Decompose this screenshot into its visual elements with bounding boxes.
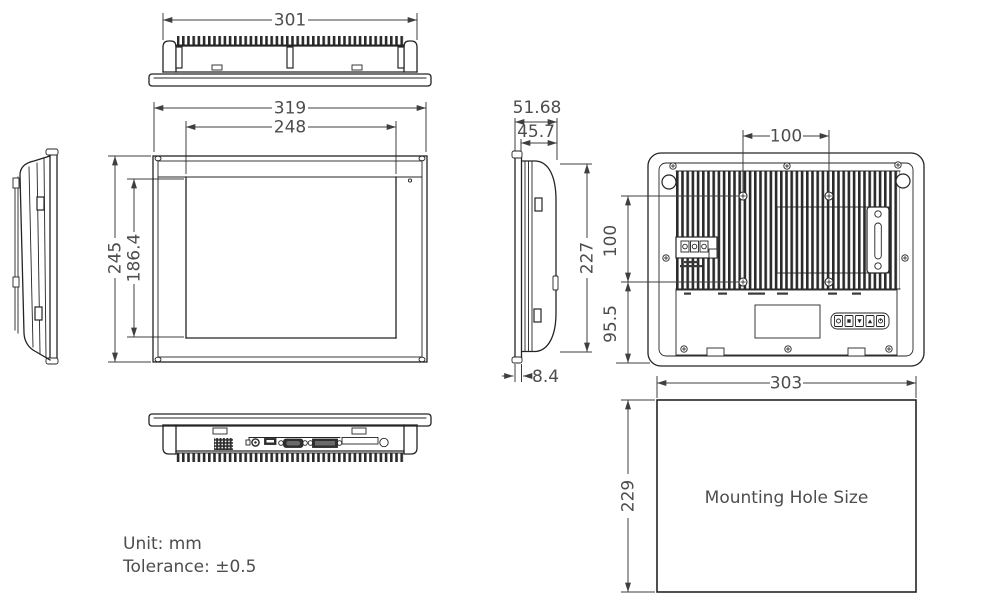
mount-clip [36, 196, 45, 211]
dim-side-bezel-label: 8.4 [532, 367, 559, 387]
dim-side-body-depth-label: 45.7 [517, 122, 555, 142]
access-plate [866, 206, 890, 274]
power-terminal-block [675, 236, 718, 268]
dim-vesa-height: 100 [601, 195, 739, 283]
rear-io-panel [675, 289, 898, 357]
dim-front-screen-width-label: 248 [274, 118, 306, 138]
osd-buttons [830, 312, 890, 330]
dim-front-outer-width: 319 [153, 99, 427, 152]
bottom-view [148, 413, 432, 462]
mount-clip [286, 46, 294, 69]
heatsink-fins-top [177, 36, 404, 45]
dim-mounting-width-label: 303 [770, 374, 802, 394]
corner-screw [154, 356, 162, 363]
heatsink-fins-bottom [176, 453, 404, 462]
screen-area [185, 176, 397, 339]
vesa-hole-bottom-left [738, 277, 748, 287]
dim-front-outer-height-label: 245 [106, 242, 126, 274]
unit-note: Unit: mm [123, 534, 202, 554]
vesa-hole-top-left [738, 191, 748, 201]
dim-front-outer-width-label: 319 [274, 99, 306, 119]
mounting-hole-diagram: 303 229 Mounting Hole Size [619, 374, 917, 593]
top-right-cap [403, 40, 418, 73]
vesa-hole-bottom-right [824, 277, 834, 287]
mount-clip [351, 427, 367, 435]
dim-side-total-depth-label: 51.68 [513, 98, 562, 118]
side-view: 51.68 45.7 227 8.4 [502, 98, 598, 387]
corner-hole [895, 173, 911, 189]
mount-clip [175, 46, 183, 69]
side-body-outline [521, 160, 557, 353]
dim-front-screen-height-label: 186.4 [125, 234, 145, 283]
case-screw [885, 345, 893, 353]
io-cutout [341, 437, 379, 445]
dim-top-width-label: 301 [274, 11, 306, 31]
case-screw [662, 254, 670, 262]
case-screw [669, 162, 677, 170]
rear-clip [552, 275, 559, 291]
mount-clip [534, 197, 543, 212]
heatsink-fins-rear [676, 171, 900, 289]
mount-clip [533, 308, 542, 323]
speaker-grille [214, 438, 233, 450]
audio-jack [251, 438, 260, 447]
vesa-hole-top-right [824, 191, 834, 201]
label-area [754, 304, 821, 339]
dim-bottom-offset: 95.5 [601, 281, 650, 364]
led-indicator [407, 178, 413, 183]
dim-vesa-width-label: 100 [770, 127, 802, 147]
dvi-port [307, 438, 343, 448]
dim-vesa-height-label: 100 [601, 225, 621, 257]
mounting-hole-label: Mounting Hole Size [705, 488, 869, 508]
front-bezel-inner [157, 160, 423, 358]
mounting-hole-outline [656, 399, 917, 593]
dim-mounting-height: 229 [619, 399, 655, 593]
dim-front-outer-height: 245 [106, 155, 151, 363]
dim-mounting-height-label: 229 [619, 480, 639, 512]
front-bezel-edge [148, 413, 432, 427]
mount-clip [34, 306, 43, 321]
case-screw [894, 161, 902, 169]
dim-mounting-width: 303 [656, 374, 917, 398]
dim-side-height: 227 [560, 163, 598, 353]
case-screw [680, 345, 688, 353]
case-screw [784, 345, 792, 353]
notes: Unit: mm Tolerance: ±0.5 [122, 534, 256, 577]
power-button [379, 437, 389, 448]
mount-clip [212, 427, 228, 435]
dim-top-width: 301 [162, 11, 418, 40]
top-left-cap [162, 40, 177, 73]
dim-side-body-depth: 45.7 [517, 122, 558, 155]
front-bezel-edge [148, 73, 432, 87]
dim-side-bezel: 8.4 [502, 364, 559, 387]
vga-port [278, 438, 308, 448]
rear-outer-case [647, 152, 925, 367]
dim-side-height-label: 227 [578, 242, 598, 274]
mount-clip [397, 46, 405, 69]
corner-screw [418, 155, 426, 162]
corner-screw [154, 155, 162, 162]
top-view: 301 [148, 11, 432, 87]
mount-clip [12, 276, 20, 288]
usb-port [264, 438, 277, 445]
case-screw [783, 162, 791, 170]
rear-view: 100 100 95.5 [601, 127, 925, 367]
dim-bottom-offset-label: 95.5 [601, 305, 621, 343]
dim-front-screen-height: 186.4 [125, 178, 184, 338]
dim-vesa-width: 100 [742, 127, 830, 193]
dim-front-screen-width: 248 [185, 118, 397, 174]
dim-side-total-depth: 51.68 [513, 98, 562, 160]
front-view: 319 248 245 186.4 [106, 99, 428, 363]
mount-clip [12, 177, 20, 189]
front-bezel-outer [152, 155, 428, 363]
left-side-view [12, 148, 59, 365]
case-screw [901, 254, 909, 262]
side-body-outline [19, 155, 51, 361]
corner-hole [661, 174, 677, 190]
tolerance-note: Tolerance: ±0.5 [122, 557, 256, 577]
corner-screw [418, 356, 426, 363]
